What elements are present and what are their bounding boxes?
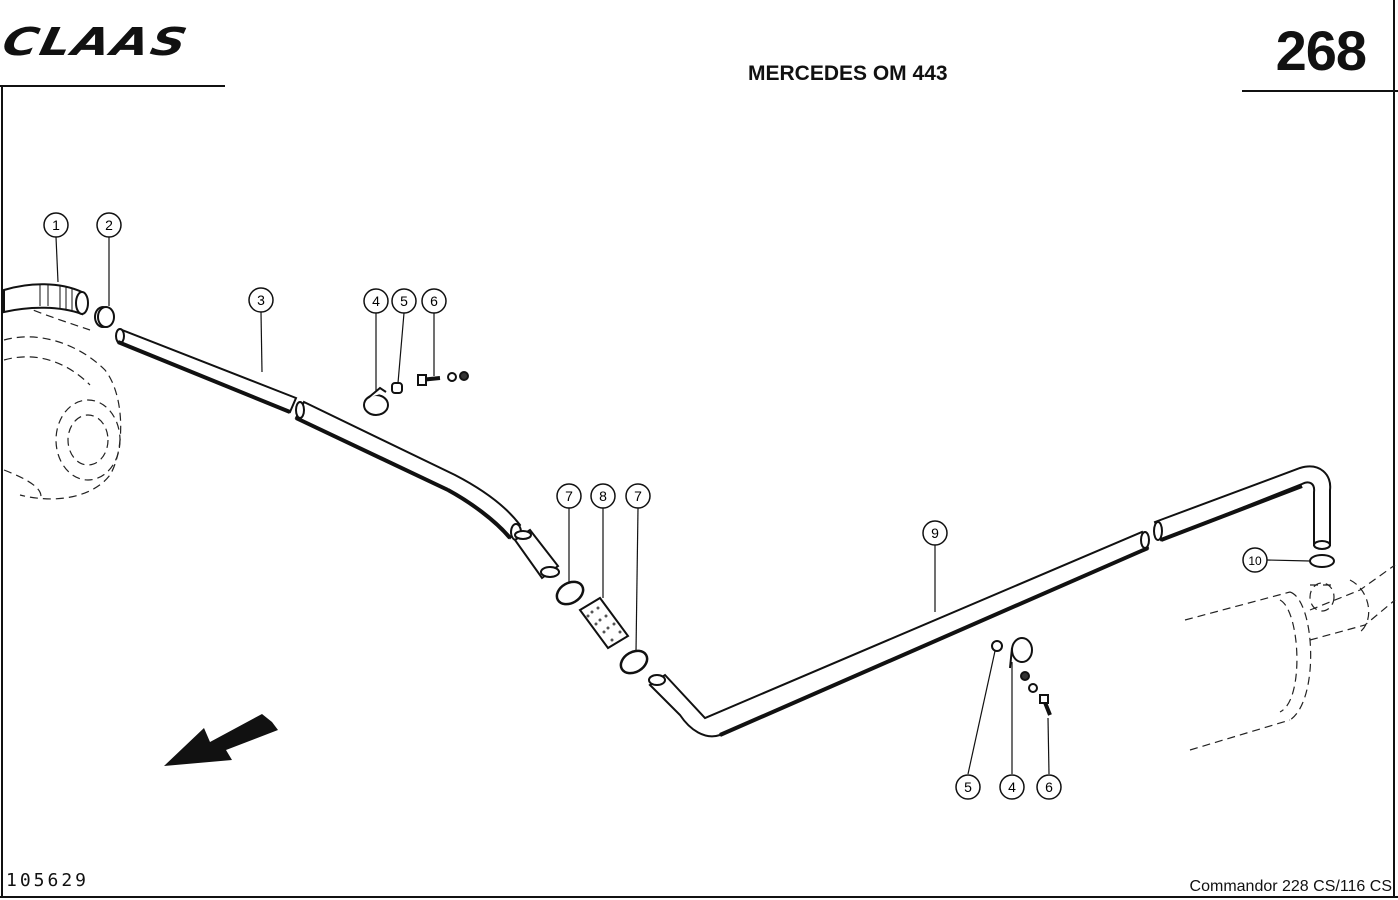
- callouts: 1 2 3 4 5 6 7 8 7 9 10 5 4 6: [43, 212, 1268, 800]
- svg-text:6: 6: [1045, 779, 1053, 795]
- direction-arrow-icon: [164, 714, 278, 766]
- pipe-stub: [513, 528, 560, 580]
- clamp-2: [94, 306, 115, 328]
- flex-hose: [3, 283, 89, 316]
- engine-outline: [3, 299, 122, 501]
- callout-9: 9: [922, 520, 948, 546]
- callout-6-lower: 6: [1036, 774, 1062, 800]
- clamp-7-lower: [619, 649, 649, 675]
- callout-6-upper: 6: [421, 288, 447, 314]
- svg-text:5: 5: [964, 779, 972, 795]
- callout-2: 2: [96, 212, 122, 238]
- model-name: Commandor 228 CS/116 CS: [1189, 878, 1392, 895]
- engine-title: MERCEDES OM 443: [748, 62, 948, 85]
- svg-text:8: 8: [599, 488, 607, 504]
- pipe-3: [115, 328, 298, 414]
- claas-logo: CLAAS: [0, 20, 193, 65]
- callout-4-upper: 4: [363, 288, 389, 314]
- svg-text:9: 9: [931, 525, 939, 541]
- clamp-10: [1309, 554, 1335, 568]
- bracket-clamp-upper: [363, 371, 469, 416]
- pipe-9: [648, 530, 1150, 738]
- flex-connector-8: [578, 596, 630, 650]
- drawing-id: 105629: [6, 870, 90, 891]
- svg-text:7: 7: [634, 488, 642, 504]
- svg-text:1: 1: [52, 217, 60, 233]
- svg-text:3: 3: [257, 292, 265, 308]
- muffler-outline: [1184, 564, 1396, 751]
- callout-7-left: 7: [556, 483, 582, 509]
- leader-lines: [55, 236, 1311, 775]
- callout-5-upper: 5: [391, 288, 417, 314]
- callout-8: 8: [590, 483, 616, 509]
- svg-text:2: 2: [105, 217, 113, 233]
- callout-3: 3: [248, 287, 274, 313]
- svg-text:7: 7: [565, 488, 573, 504]
- clamp-7-upper: [555, 580, 585, 606]
- callout-5-lower: 5: [955, 774, 981, 800]
- callout-7-right: 7: [625, 483, 651, 509]
- svg-text:4: 4: [1008, 779, 1016, 795]
- svg-text:5: 5: [400, 293, 408, 309]
- pipe-bent: [294, 400, 522, 541]
- callout-10: 10: [1242, 547, 1268, 573]
- tail-pipe: [1153, 465, 1332, 550]
- bracket-clamp-lower: [991, 637, 1052, 716]
- svg-text:10: 10: [1248, 554, 1262, 568]
- callout-4-lower: 4: [999, 774, 1025, 800]
- svg-text:4: 4: [372, 293, 380, 309]
- svg-text:6: 6: [430, 293, 438, 309]
- page-number: 268: [1275, 19, 1367, 82]
- callout-1: 1: [43, 212, 69, 238]
